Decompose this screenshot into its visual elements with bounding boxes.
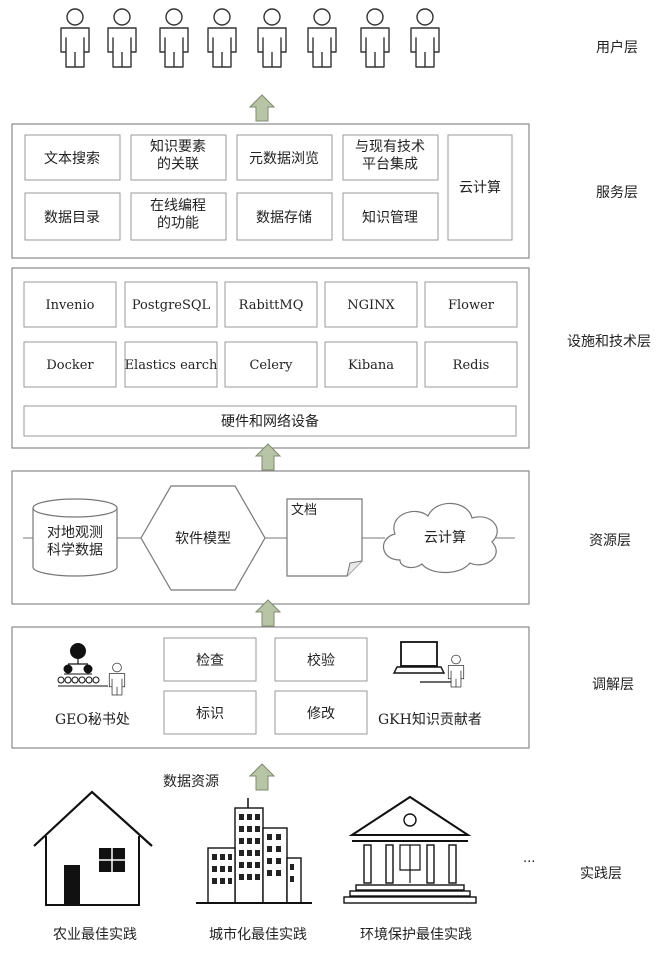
mediation-action-box: [163, 690, 257, 735]
service-data-storage: 数据存储: [256, 210, 312, 226]
infra-kibana: Kibana: [348, 358, 394, 373]
laptop-icon: [392, 641, 455, 683]
person-icon: [360, 8, 390, 68]
infra-elasticsearch: Elastics earch: [125, 358, 218, 373]
infra-box: [324, 341, 418, 388]
practice-layer: 农业最佳实践: [33, 790, 622, 943]
person-icon: [107, 8, 137, 68]
person-icon: [307, 8, 337, 68]
service-box: [130, 192, 227, 241]
layer-label-resource: 资源层: [589, 533, 631, 549]
service-platform-integration: 与现有技术平台集成: [355, 139, 425, 173]
practice-environmental-protection: 环境保护最佳实践: [360, 927, 472, 943]
mediation-geo-secretariat: GEO秘书处: [55, 712, 130, 728]
service-data-catalog: 数据目录: [44, 210, 100, 226]
up-arrow-icon: [249, 94, 275, 122]
mediation-label: 标识: [196, 706, 224, 722]
layer-label-service: 服务层: [596, 185, 638, 201]
data-resource-label: 数据资源: [163, 774, 219, 790]
infra-invenio: Invenio: [46, 298, 95, 313]
hexagon-icon: [140, 485, 266, 591]
service-box: [24, 134, 121, 181]
infra-redis: Redis: [453, 358, 490, 373]
organization-tree-icon: [57, 643, 108, 687]
infra-box: [424, 281, 518, 328]
person-icon: [159, 8, 189, 68]
service-box: [130, 134, 227, 181]
person-icon: [410, 8, 440, 68]
government-building-icon: [343, 795, 477, 904]
person-icon: [207, 8, 237, 68]
service-box: [342, 192, 439, 241]
infra-flower: Flower: [448, 298, 495, 313]
infra-nginx: NGINX: [347, 298, 395, 313]
hardware-box: [23, 405, 517, 437]
user-layer: 用户层: [60, 8, 638, 68]
resource-cloud-computing: 云计算: [424, 530, 466, 546]
practice-urbanization: 城市化最佳实践: [209, 926, 307, 943]
resource-eo-data: 对地观测科学数据: [47, 525, 103, 559]
infra-box: [23, 281, 117, 328]
document-icon: [286, 498, 363, 577]
layer-label-mediation: 调解层: [592, 677, 634, 693]
mediation-action-box: [274, 637, 368, 682]
service-cloud-computing: 云计算: [459, 180, 501, 196]
cloud-icon: [383, 502, 498, 574]
service-knowledge-link: 知识要素的关联: [150, 138, 206, 173]
practice-agriculture: 农业最佳实践: [53, 927, 137, 943]
infra-rabbitmq: RabittMQ: [239, 298, 304, 313]
layer-label-user: 用户层: [596, 39, 638, 56]
service-metadata-browse: 元数据浏览: [249, 151, 319, 167]
resource-document: 文档: [291, 503, 317, 518]
resource-layer: 对地观测科学数据 软件模型 文档 云计算 资源层: [11, 470, 631, 605]
infra-box: [23, 341, 117, 388]
service-layer: 文本搜索 知识要素的关联 元数据浏览 与现有技术平台集成 数据目录 在线编程的功…: [11, 123, 638, 259]
up-arrow-icon: [249, 763, 275, 791]
service-box: [342, 134, 439, 181]
service-box: [236, 134, 333, 181]
mediation-layer-frame: [11, 626, 530, 749]
mediation-layer: GEO秘书处 检查 校验 标识 修改 GKH知识贡献者 调解层: [11, 626, 634, 749]
city-buildings-icon: [196, 798, 312, 904]
mediation-check: 检查: [196, 653, 224, 669]
infra-box: [424, 341, 518, 388]
infra-layer: Invenio PostgreSQL RabittMQ NGINX Flower…: [11, 267, 651, 449]
mediation-modify: 修改: [307, 706, 335, 722]
infra-box: [324, 281, 418, 328]
infra-box: [224, 281, 318, 328]
mediation-gkh-contributor: GKH知识贡献者: [378, 711, 482, 728]
service-box: [236, 192, 333, 241]
mediation-action-box: [163, 637, 257, 682]
mediation-verify: 校验: [307, 652, 335, 669]
database-icon: [32, 498, 118, 577]
infra-docker: Docker: [46, 358, 94, 373]
service-text-search: 文本搜索: [44, 150, 100, 167]
infra-box: [224, 341, 318, 388]
service-cloud-box: [447, 134, 513, 241]
infra-box: [124, 281, 218, 328]
person-icon: [60, 8, 90, 68]
service-online-coding: 在线编程的功能: [150, 198, 206, 232]
service-box: [24, 192, 121, 241]
practice-ellipsis: ...: [523, 851, 535, 866]
infra-celery: Celery: [249, 358, 293, 373]
infra-hardware: 硬件和网络设备: [221, 413, 319, 430]
infra-box: [124, 341, 218, 388]
mediation-action-box: [274, 690, 368, 735]
layer-label-practice: 实践层: [580, 866, 622, 882]
layer-label-infra: 设施和技术层: [567, 334, 651, 350]
person-icon: [257, 8, 287, 68]
house-icon: [33, 790, 153, 906]
infra-postgresql: PostgreSQL: [132, 298, 211, 313]
resource-software-model: 软件模型: [175, 531, 231, 547]
service-knowledge-management: 知识管理: [362, 209, 418, 226]
